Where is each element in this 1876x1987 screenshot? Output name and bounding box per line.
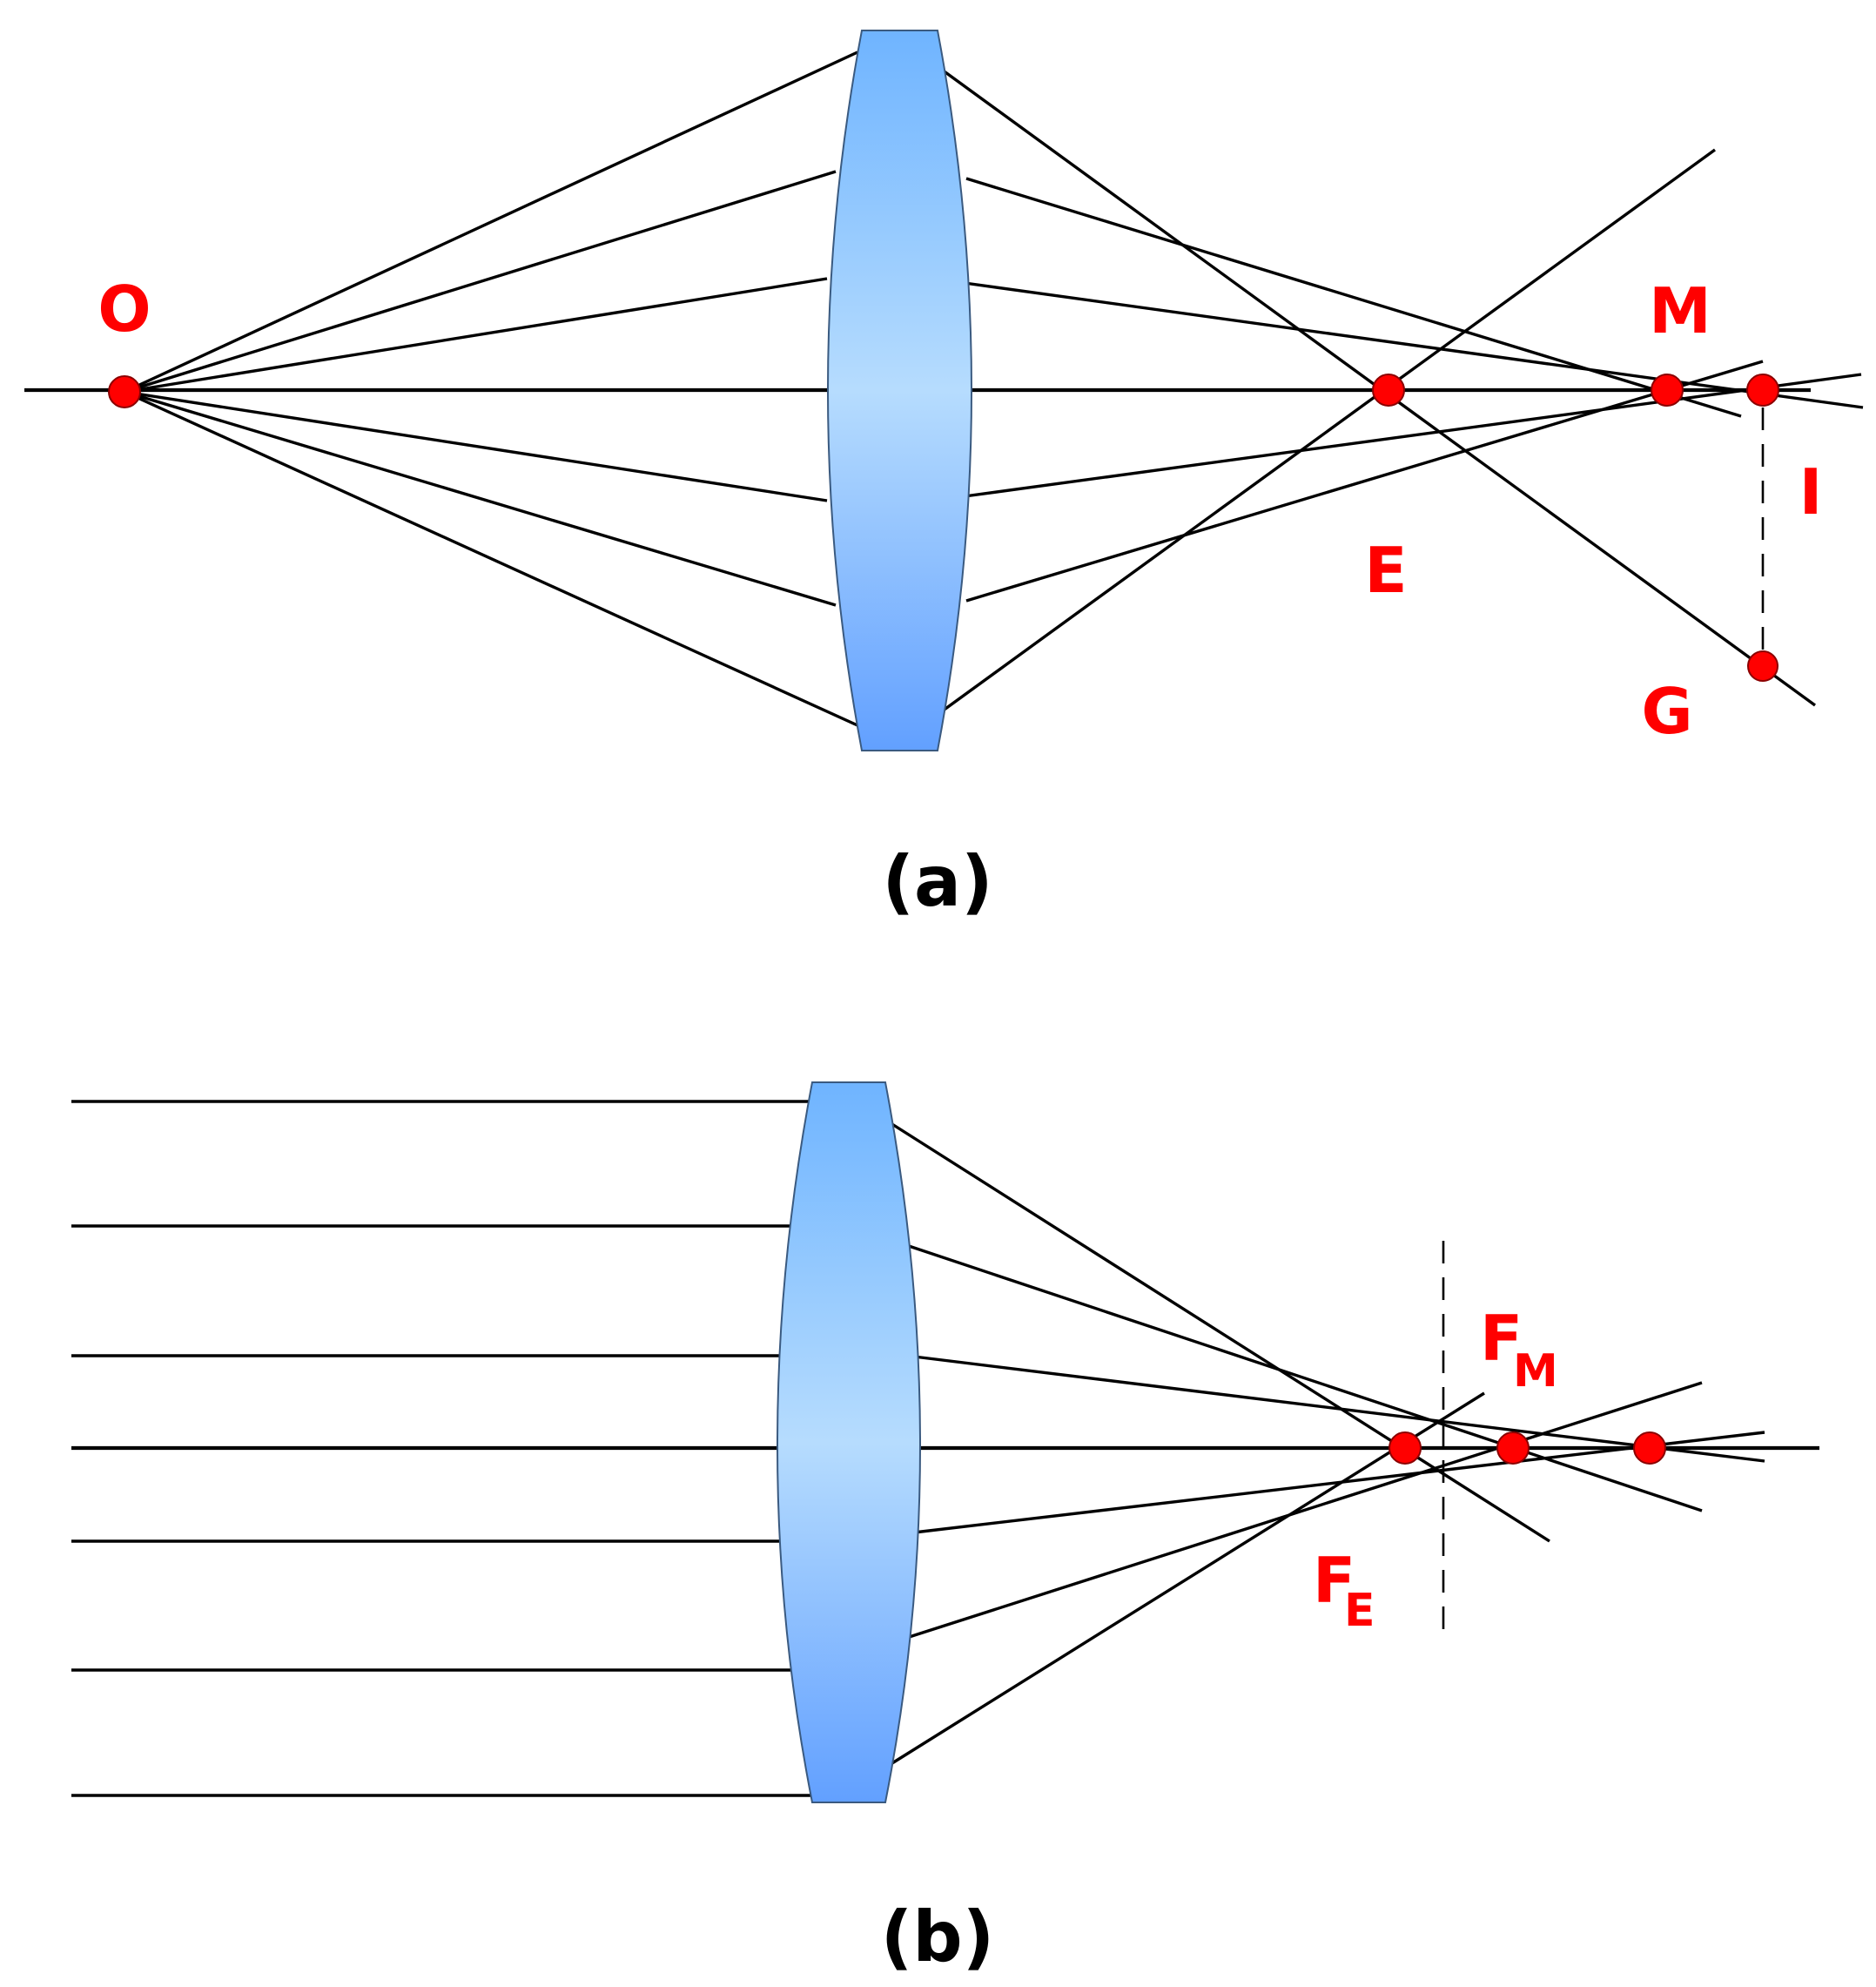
ray-b-out-1 xyxy=(887,1120,1550,1543)
caption-a: (a) xyxy=(882,841,992,922)
point-O xyxy=(108,375,141,408)
label-FE-sub: E xyxy=(1344,1585,1375,1637)
label-FM-main: F xyxy=(1480,1302,1523,1375)
panel-b: F M F E (b) xyxy=(71,1081,1819,1977)
point-paraxial-focus xyxy=(1633,1431,1666,1465)
label-E: E xyxy=(1364,534,1407,607)
refracted-rays-b xyxy=(887,1120,1765,1768)
point-FE xyxy=(1389,1431,1422,1465)
label-FE-main: F xyxy=(1313,1544,1355,1617)
label-I: I xyxy=(1799,455,1823,529)
point-M xyxy=(1651,374,1684,407)
point-I xyxy=(1746,374,1779,407)
ray-in-2 xyxy=(124,170,837,394)
ray-out-5 xyxy=(964,373,1862,498)
ray-in-1 xyxy=(124,51,858,394)
converging-lens-b xyxy=(777,1081,921,1803)
ray-out-6 xyxy=(965,360,1764,603)
label-FM: F M xyxy=(1480,1302,1558,1398)
caption-b: (b) xyxy=(881,1896,994,1977)
ray-in-5 xyxy=(124,390,828,502)
converging-lens-a xyxy=(827,30,972,751)
ray-out-3 xyxy=(964,281,1864,409)
panel-a: O M E I G (a) xyxy=(24,30,1864,922)
point-FM xyxy=(1496,1431,1530,1465)
ray-b-out-2 xyxy=(900,1242,1703,1512)
ray-in-6 xyxy=(124,390,837,607)
ray-out-7 xyxy=(935,148,1716,717)
label-FE: F E xyxy=(1313,1544,1375,1637)
ray-in-3 xyxy=(124,277,828,394)
parallel-rays-b xyxy=(71,1100,814,1797)
label-O: O xyxy=(97,273,151,346)
point-G xyxy=(1747,650,1779,682)
refracted-rays-a xyxy=(934,64,1864,717)
label-G: G xyxy=(1641,675,1692,748)
ray-out-2 xyxy=(965,177,1742,418)
point-E xyxy=(1372,374,1405,407)
label-FM-sub: M xyxy=(1513,1345,1558,1398)
ray-in-7 xyxy=(124,390,858,727)
incident-rays-a xyxy=(124,51,858,727)
ray-b-out-6 xyxy=(900,1381,1703,1641)
ray-b-out-3 xyxy=(913,1355,1765,1463)
label-M: M xyxy=(1649,274,1711,347)
ray-b-out-7 xyxy=(887,1391,1485,1768)
